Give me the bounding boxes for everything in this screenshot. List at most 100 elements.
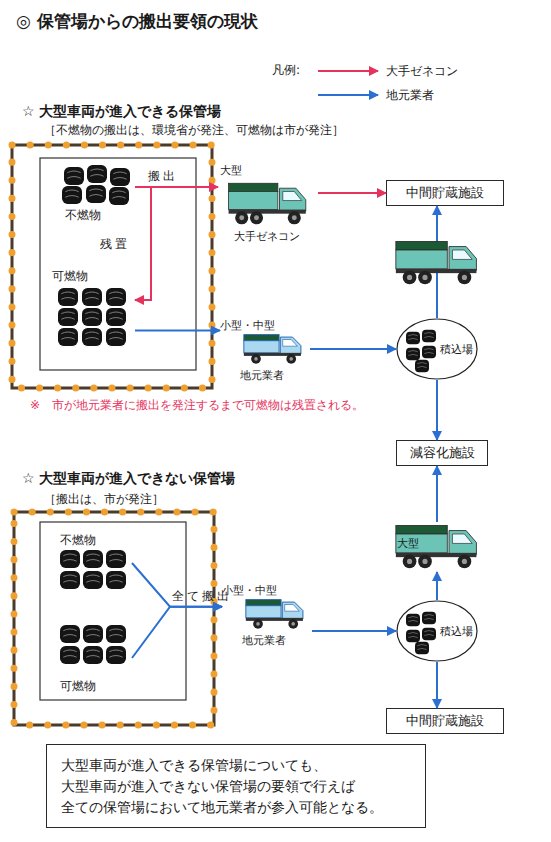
bag	[83, 571, 103, 589]
flow-arrow	[312, 630, 396, 632]
large-truck	[396, 241, 477, 284]
node-text: 大型	[397, 536, 419, 551]
fence-line	[14, 512, 214, 725]
bag	[109, 187, 129, 205]
bag-pile	[406, 612, 436, 654]
bag	[82, 288, 102, 306]
loading-yard: 積込場	[396, 600, 478, 662]
bag	[406, 348, 420, 360]
bag	[83, 625, 103, 643]
edge-label: 全て搬出	[172, 588, 232, 605]
bag	[64, 167, 84, 185]
legend-heading: 凡例:	[272, 62, 300, 79]
node-text: 可燃物	[52, 268, 88, 285]
node-text: 中間貯蔵施設	[406, 712, 484, 730]
fence-line	[12, 145, 212, 388]
flow-arrow	[436, 662, 438, 708]
note-text: ※ 市が地元業者に搬出を発注するまで可燃物は残置される。	[30, 397, 364, 414]
flow-arrow	[318, 192, 386, 194]
bag	[82, 328, 102, 346]
bag	[106, 550, 126, 568]
facility-box: 中間貯蔵施設	[386, 708, 504, 734]
waste-pile: 不燃物	[55, 163, 135, 223]
bag	[422, 612, 436, 624]
flow-arrow	[436, 572, 438, 600]
legend-text: 地元業者	[386, 87, 434, 104]
bag	[60, 550, 80, 568]
bag	[60, 646, 80, 664]
bag	[406, 332, 420, 344]
node-text: ☆ 大型車両が進入できる保管場	[22, 103, 221, 121]
bag	[58, 328, 78, 346]
bag	[106, 625, 126, 643]
storage-fence	[14, 512, 214, 725]
waste-pile: 可燃物	[52, 622, 132, 694]
bag	[422, 346, 436, 358]
facility-box: 中間貯蔵施設	[386, 180, 504, 206]
waste-pile: 可燃物	[50, 268, 135, 348]
flow-arrow	[135, 186, 218, 188]
bag	[62, 186, 82, 204]
small-truck	[244, 335, 301, 364]
loading-yard: 積込場	[396, 318, 478, 380]
edge-label: 搬出	[148, 168, 178, 185]
bag	[60, 571, 80, 589]
storage-site: ☆ 大型車両が進入できる保管場［不燃物の搬出は、環境省が発注、可燃物は市が発注］…	[12, 145, 212, 388]
legend-text: 大手ゼネコン	[386, 63, 458, 80]
flow-arrow	[436, 380, 438, 440]
bag	[82, 308, 102, 326]
bag	[106, 646, 126, 664]
bag	[406, 630, 420, 642]
bag	[110, 168, 130, 186]
facility-box: 減容化施設	[396, 440, 488, 466]
bag	[415, 642, 429, 654]
note-box: 大型車両が進入できる保管場についても、 大型車両が進入できない保管場の要領で行え…	[46, 744, 426, 828]
truck: 大型	[387, 522, 487, 572]
bag	[415, 360, 429, 372]
ellipse-outline	[397, 319, 477, 379]
bag	[106, 571, 126, 589]
truck: 大型大手ゼネコン	[218, 163, 318, 245]
flow-arrow	[135, 187, 151, 300]
truck: 小型・中型地元業者	[220, 318, 310, 382]
node-text: ［搬出は、市が発注］	[44, 491, 164, 508]
node-text: 不燃物	[65, 207, 101, 224]
large-truck	[396, 525, 477, 568]
node-text: 不燃物	[60, 532, 96, 549]
node-text: 積込場	[440, 624, 473, 639]
waste-pile: 不燃物	[52, 532, 132, 594]
flow-arrow	[135, 329, 220, 331]
bag	[106, 328, 126, 346]
storage-area	[40, 522, 186, 700]
bag-pile	[62, 165, 130, 205]
bag	[58, 308, 78, 326]
ellipse-outline	[397, 601, 477, 661]
bag	[83, 550, 103, 568]
bag	[86, 185, 106, 203]
node-text: 地元業者	[242, 633, 286, 648]
large-truck	[229, 183, 306, 224]
flow-arrow	[436, 206, 438, 318]
bag	[58, 288, 78, 306]
flow-arrow	[436, 466, 438, 522]
fence-post	[12, 145, 212, 388]
storage-area	[40, 158, 196, 370]
flow-arrow	[310, 348, 396, 350]
node-text: 減容化施設	[410, 444, 475, 462]
edge-label: 残置	[100, 236, 130, 253]
node-text: 大手ゼネコン	[234, 229, 300, 244]
legend-arrow	[318, 94, 378, 96]
truck: 小型・中型地元業者	[222, 583, 312, 647]
bag-pile	[58, 288, 126, 346]
bag	[83, 646, 103, 664]
bag-pile	[406, 330, 436, 372]
node-text: 中間貯蔵施設	[406, 184, 484, 202]
fence-post	[14, 512, 214, 725]
legend-arrow	[318, 70, 378, 72]
bag	[422, 330, 436, 342]
node-text: ［不燃物の搬出は、環境省が発注、可燃物は市が発注］	[44, 122, 344, 139]
